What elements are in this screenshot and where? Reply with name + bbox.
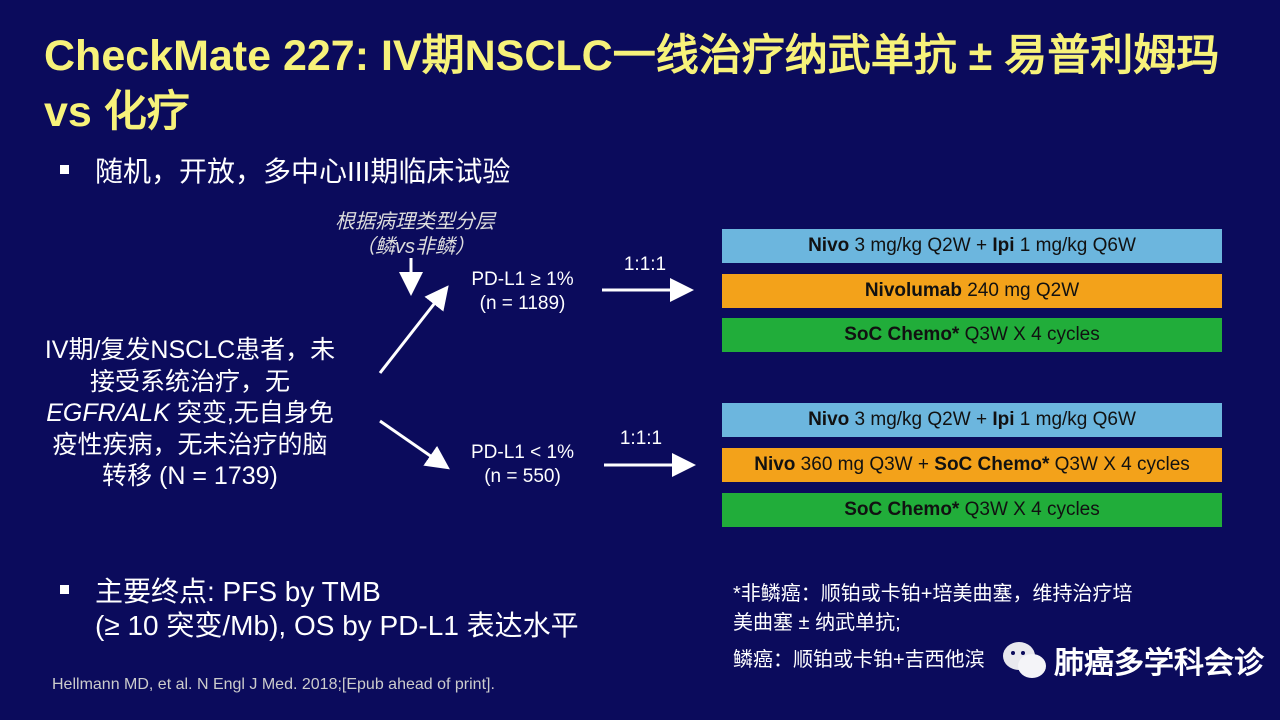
dose-text: 3 mg/kg Q2W + — [849, 409, 993, 430]
watermark: 肺癌多学科会诊 — [1000, 638, 1264, 682]
group-label: PD-L1 < 1% — [471, 442, 574, 463]
arm-box: Nivo 360 mg Q3W + SoC Chemo* Q3W X 4 cyc… — [722, 448, 1222, 482]
drug-name: Ipi — [992, 409, 1015, 430]
gene-names: EGFR/ALK — [46, 399, 170, 427]
drug-name: Nivo — [808, 409, 850, 430]
group-n: (n = 550) — [484, 466, 561, 487]
bullet-text: 随机，开放，多中心III期临床试验 — [95, 156, 511, 187]
dose-text: 1 mg/kg Q6W — [1014, 409, 1136, 430]
arrow-to-pdl1-high — [378, 285, 449, 374]
dose-text: Q3W X 4 cycles — [959, 499, 1100, 520]
dose-text: 1 mg/kg Q6W — [1014, 235, 1136, 256]
bullet-icon — [60, 585, 69, 595]
stratify-line2: （鳞vs非鳞） — [355, 236, 475, 258]
dose-text: 240 mg Q2W — [961, 280, 1080, 301]
drug-name: SoC Chemo* — [844, 324, 960, 345]
endpoint-line2: (≥ 10 突变/Mb), OS by PD-L1 表达水平 — [95, 610, 579, 641]
drug-name: SoC Chemo* — [844, 499, 960, 520]
stratify-line1: 根据病理类型分层 — [335, 211, 495, 233]
dose-text: Q3W X 4 cycles — [959, 324, 1100, 345]
arm-box: Nivolumab 240 mg Q2W — [722, 274, 1222, 308]
drug-name: Nivolumab — [864, 280, 962, 301]
arm-box: Nivo 3 mg/kg Q2W + Ipi 1 mg/kg Q6W — [722, 229, 1222, 263]
footnote-line: 鳞癌：顺铂或卡铂+吉西他滨 — [733, 649, 985, 671]
dose-text: 3 mg/kg Q2W + — [849, 235, 993, 256]
arm-box: SoC Chemo* Q3W X 4 cycles — [722, 318, 1222, 352]
population-text: IV期/复发NSCLC患者，未 接受系统治疗，无 EGFR/ALK 突变,无自身… — [20, 335, 360, 493]
stratification-note: 根据病理类型分层 （鳞vs非鳞） — [300, 210, 530, 260]
slide-title: CheckMate 227: IV期NSCLC一线治疗纳武单抗 ± 易普利姆玛 … — [44, 32, 1220, 136]
population-line: IV期/复发NSCLC患者，未 — [44, 336, 336, 364]
footnote-line: 美曲塞 ± 纳武单抗; — [733, 612, 901, 634]
population-line: EGFR/ALK 突变,无自身免 — [20, 398, 360, 430]
group-pdl1-high: PD-L1 ≥ 1% (n = 1189) — [440, 268, 605, 316]
drug-name: Ipi — [992, 235, 1015, 256]
drug-name: Nivo — [754, 454, 796, 475]
ratio-label: 1:1:1 — [619, 428, 663, 449]
arm-box: SoC Chemo* Q3W X 4 cycles — [722, 493, 1222, 527]
bullet-icon — [60, 165, 69, 175]
dose-text: 360 mg Q3W + — [795, 454, 935, 475]
endpoint-line1: 主要终点: PFS by TMB — [95, 576, 381, 607]
wechat-icon — [1003, 642, 1046, 678]
bullet-design: 随机，开放，多中心III期临床试验 — [60, 155, 510, 189]
population-line: 转移 (N = 1739) — [102, 462, 278, 490]
dose-text: Q3W X 4 cycles — [1049, 454, 1190, 475]
population-line-rest: 突变,无自身免 — [169, 399, 334, 427]
watermark-text: 肺癌多学科会诊 — [1054, 647, 1264, 680]
population-line: 疫性疾病，无未治疗的脑 — [52, 430, 328, 459]
group-pdl1-low: PD-L1 < 1% (n = 550) — [440, 441, 605, 489]
arm-box: Nivo 3 mg/kg Q2W + Ipi 1 mg/kg Q6W — [722, 403, 1222, 437]
footnote: *非鳞癌：顺铂或卡铂+培美曲塞，维持治疗培 美曲塞 ± 纳武单抗; 鳞癌：顺铂或… — [733, 580, 1132, 675]
reference: Hellmann MD, et al. N Engl J Med. 2018;[… — [52, 676, 495, 693]
drug-name: SoC Chemo* — [934, 454, 1050, 475]
drug-name: Nivo — [808, 235, 850, 256]
group-label: PD-L1 ≥ 1% — [471, 269, 574, 290]
arrow-to-pdl1-low — [379, 419, 450, 470]
bullet-endpoints: 主要终点: PFS by TMB (≥ 10 突变/Mb), OS by PD-… — [60, 575, 579, 643]
group-n: (n = 1189) — [479, 293, 566, 314]
ratio-label: 1:1:1 — [623, 254, 667, 275]
footnote-line: *非鳞癌：顺铂或卡铂+培美曲塞，维持治疗培 — [733, 583, 1133, 605]
population-line: 接受系统治疗，无 — [89, 367, 290, 396]
